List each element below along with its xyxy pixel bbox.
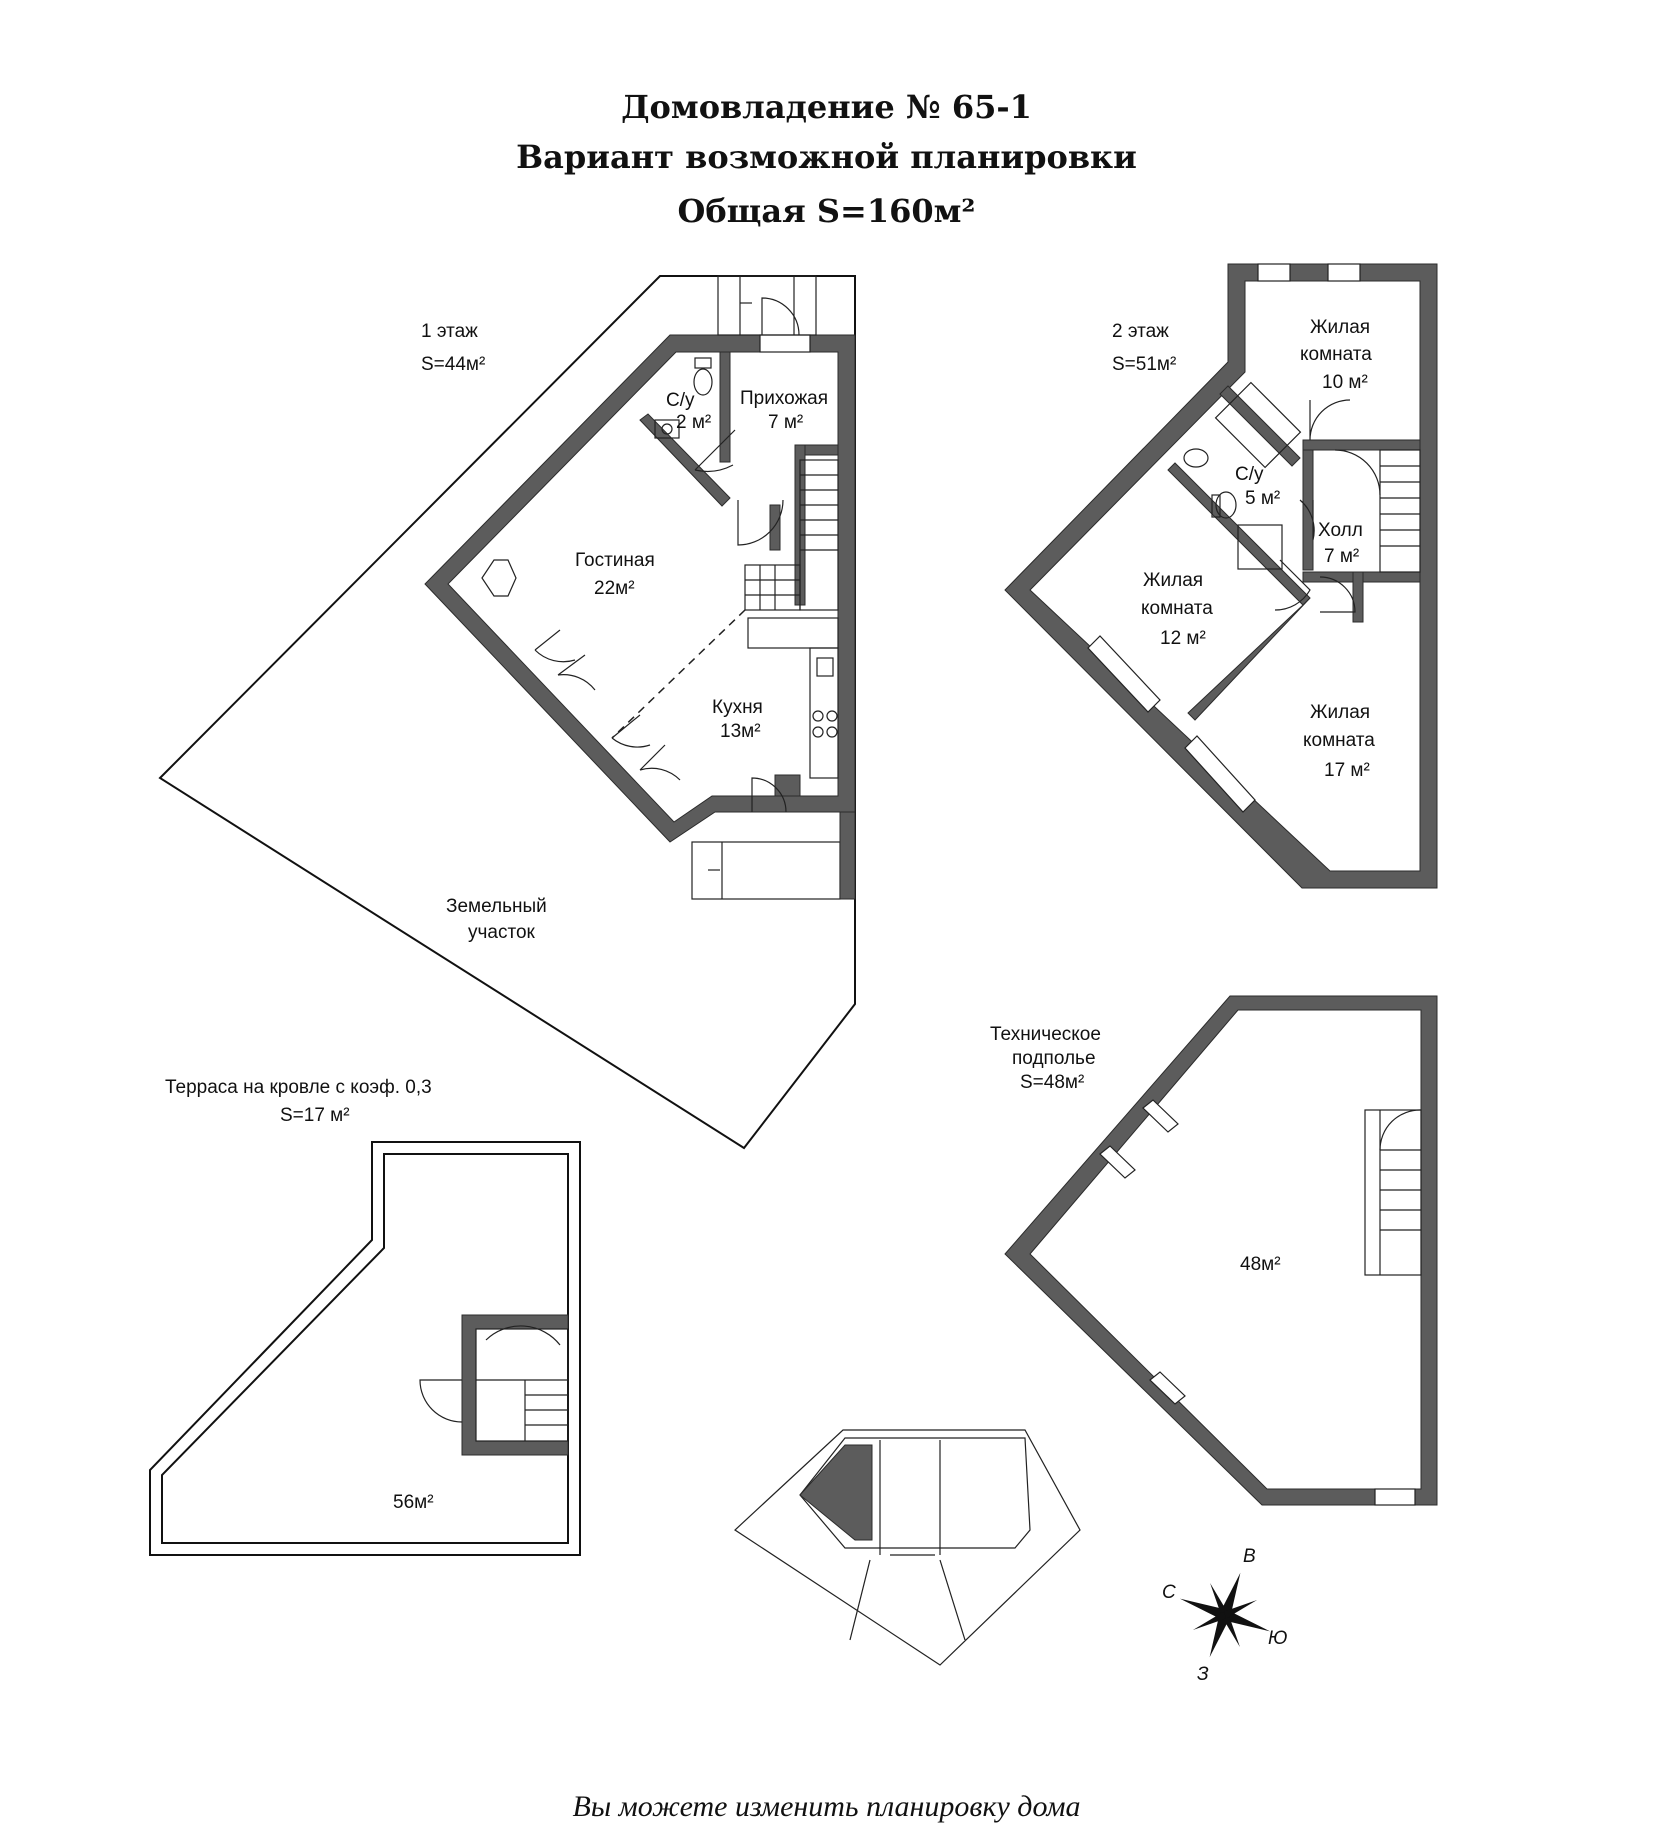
room-c-label-2: комната xyxy=(1303,730,1375,751)
bathtub-icon xyxy=(1214,381,1302,469)
terrace-plan: Терраса на кровле с коэф. 0,3 S=17 м² 56… xyxy=(149,1077,581,1556)
toilet-icon xyxy=(693,357,713,396)
total-area: Общая S=160м² xyxy=(677,192,976,230)
basement-window xyxy=(1099,1145,1136,1179)
floor1-terrace-doors xyxy=(534,629,681,781)
floor2-area: S=51м² xyxy=(1112,354,1176,375)
highlighted-unit xyxy=(799,1444,873,1541)
floor2-name: 2 этаж xyxy=(1112,321,1169,342)
footer-note: Вы можете изменить планировку дома xyxy=(572,1790,1081,1823)
zone-divider xyxy=(611,609,746,739)
living-label: Гостиная xyxy=(575,550,655,571)
terrace-label: Терраса на кровле с коэф. 0,3 xyxy=(165,1077,432,1098)
land-plot-outline xyxy=(158,275,856,1150)
wc-door xyxy=(694,429,736,472)
room-a-label-2: комната xyxy=(1300,344,1372,365)
room-a-area: 10 м² xyxy=(1322,372,1368,393)
room-door xyxy=(1319,576,1356,613)
plot-label-2: участок xyxy=(468,922,536,943)
basement-window xyxy=(1374,1488,1416,1506)
basement-room-area: 48м² xyxy=(1240,1254,1281,1275)
kitchen-area: 13м² xyxy=(720,721,761,742)
basement-stairs xyxy=(1364,1109,1422,1276)
compass-rose: С В Ю З xyxy=(1162,1546,1287,1685)
living-area: 22м² xyxy=(594,578,635,599)
wc-label: С/у xyxy=(666,390,695,411)
site-outline xyxy=(734,1429,1081,1666)
fireplace-icon xyxy=(481,559,517,597)
basement-label-2: подполье xyxy=(1012,1048,1096,1069)
hall2-area: 7 м² xyxy=(1324,546,1359,567)
stair-housing-walls xyxy=(461,1314,569,1456)
floor1-entry-window xyxy=(759,334,811,353)
hall2-label: Холл xyxy=(1318,520,1363,541)
basement-area: S=48м² xyxy=(1020,1072,1084,1093)
compass-north: С xyxy=(1162,1582,1176,1603)
page-subtitle: Вариант возможной планировки xyxy=(516,138,1137,176)
plot-label-1: Земельный xyxy=(446,896,547,917)
page-title: Домовладение № 65-1 xyxy=(621,88,1032,126)
bath-area: 5 м² xyxy=(1245,488,1280,509)
terrace-inner-outline xyxy=(161,1153,569,1544)
room-b-label-1: Жилая xyxy=(1143,570,1203,591)
basement-label-1: Техническое xyxy=(990,1024,1101,1045)
room-door xyxy=(1309,399,1351,441)
basement-window xyxy=(1142,1099,1179,1133)
room-b-area: 12 м² xyxy=(1160,628,1206,649)
compass-east: В xyxy=(1243,1546,1256,1567)
floor2-window xyxy=(1087,635,1161,713)
wc-area: 2 м² xyxy=(676,412,711,433)
sink-icon xyxy=(1183,448,1209,468)
floor1-plan: 1 этаж S=44м² С/у 2 м² Прихожая 7 м² Гос… xyxy=(158,275,856,1150)
floor1-back-porch xyxy=(691,811,856,900)
shower-icon xyxy=(1237,524,1283,570)
sink-icon xyxy=(654,419,680,439)
hall-door xyxy=(737,499,784,546)
floor2-window xyxy=(1327,263,1361,282)
floor1-entrance-porch xyxy=(717,275,817,336)
floor2-window xyxy=(1184,735,1256,813)
compass-star-icon xyxy=(1179,1572,1271,1658)
kitchen-back-door xyxy=(751,777,787,813)
basement-walls xyxy=(1004,995,1438,1506)
room-c-area: 17 м² xyxy=(1324,760,1370,781)
room-door xyxy=(1299,499,1315,541)
terrace-outer-outline xyxy=(149,1141,581,1556)
room-door xyxy=(1274,559,1311,611)
floor1-name: 1 этаж xyxy=(421,321,478,342)
floor2-plan: 2 этаж S=51м² Жилая комната 10 м² С/у 5 … xyxy=(1004,263,1438,889)
stove-icon xyxy=(812,710,838,738)
room-b-label-2: комната xyxy=(1141,598,1213,619)
hall-area: 7 м² xyxy=(768,412,803,433)
floor1-walls xyxy=(424,334,856,843)
floor2-stairs xyxy=(1334,449,1421,573)
floor2-window xyxy=(1257,263,1291,282)
room-a-label-1: Жилая xyxy=(1310,317,1370,338)
room-c-label-1: Жилая xyxy=(1310,702,1370,723)
bath-label: С/у xyxy=(1235,464,1264,485)
floor2-interior-walls xyxy=(1167,385,1421,721)
compass-south: Ю xyxy=(1268,1628,1287,1649)
floor1-stairs xyxy=(744,459,839,611)
hall-label: Прихожая xyxy=(740,388,828,409)
floor2-walls xyxy=(1004,263,1438,889)
basement-plan: Техническое подполье S=48м² 48м² xyxy=(990,995,1438,1506)
terrace-room-area: 56м² xyxy=(393,1492,434,1513)
kitchen-counter xyxy=(747,617,839,779)
basement-window xyxy=(1149,1371,1186,1405)
compass-west: З xyxy=(1197,1664,1209,1685)
terrace-area: S=17 м² xyxy=(280,1105,350,1126)
site-key-plan xyxy=(734,1429,1081,1666)
toilet-icon xyxy=(1211,491,1237,519)
terrace-door xyxy=(419,1379,463,1423)
terrace-stairs xyxy=(475,1325,569,1442)
floor1-area: S=44м² xyxy=(421,354,485,375)
kitchen-label: Кухня xyxy=(712,697,763,718)
